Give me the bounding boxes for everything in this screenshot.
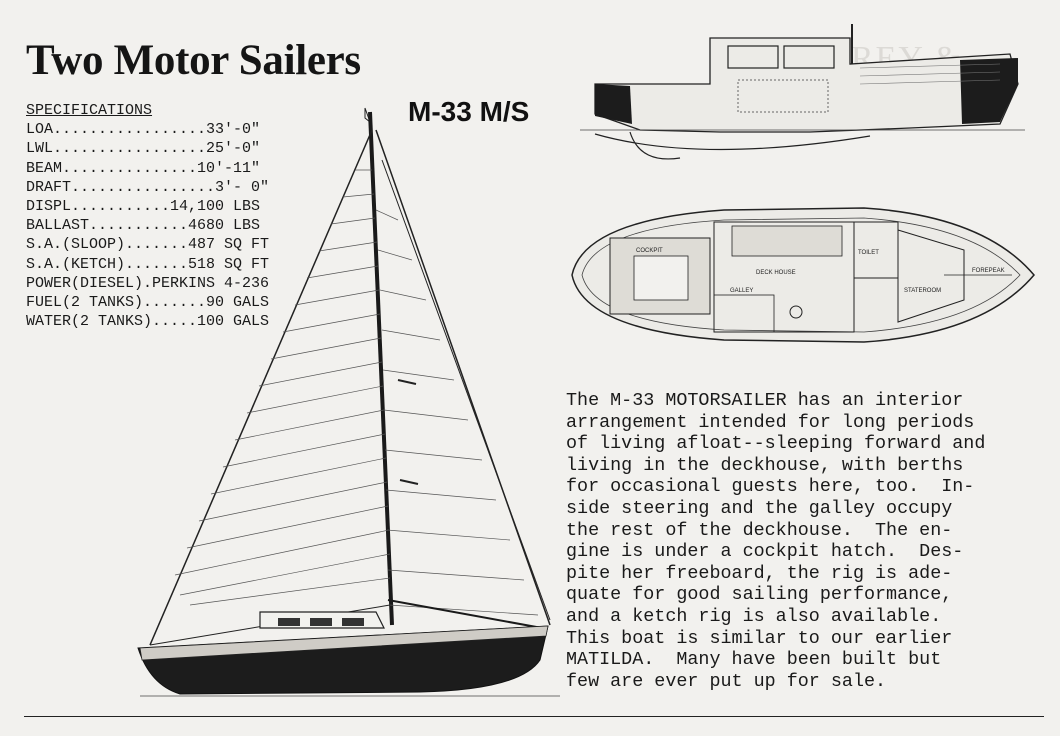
description-line: The M-33 MOTORSAILER has an interior xyxy=(566,390,964,411)
spec-row-fuel: FUEL(2 TANKS).......90 GALS xyxy=(26,294,270,312)
description-line: few are ever put up for sale. xyxy=(566,670,887,692)
spec-row-sail-area-ketch: S.A.(KETCH).......518 SQ FT xyxy=(26,255,270,273)
plan-label-forepeak: FOREPEAK xyxy=(972,268,1005,274)
description-line: of living afloat--sleeping forward and xyxy=(566,433,986,455)
plan-label-cockpit: COCKPIT xyxy=(636,248,663,254)
spec-row-loa: LOA.................33'-0" xyxy=(26,121,261,139)
sail-plan-drawing xyxy=(137,107,560,697)
description-line: arrangement intended for long periods xyxy=(566,411,975,433)
model-label: M-33 M/S xyxy=(408,96,530,127)
specifications-block: SPECIFICATIONS LOA.................33'-0… xyxy=(26,101,269,331)
spec-row-beam: BEAM...............10'-11" xyxy=(26,159,261,177)
spec-row-water: WATER(2 TANKS).....100 GALS xyxy=(26,313,270,331)
page-title: Two Motor Sailers xyxy=(26,37,361,84)
plan-label-galley: GALLEY xyxy=(730,288,753,294)
spec-row-power: POWER(DIESEL).PERKINS 4-236 xyxy=(26,274,270,292)
accommodation-plan-drawing: COCKPIT DECK HOUSE GALLEY TOILET STATERO… xyxy=(571,207,1035,343)
spec-row-draft: DRAFT................3'- 0" xyxy=(26,178,270,196)
description-line: side steering and the galley occupy xyxy=(566,497,953,519)
spec-row-lwl: LWL.................25'-0" xyxy=(26,140,261,158)
plan-label-stateroom: STATEROOM xyxy=(904,288,941,294)
spec-row-ballast: BALLAST...........4680 LBS xyxy=(26,217,261,235)
spec-row-sail-area-sloop: S.A.(SLOOP).......487 SQ FT xyxy=(26,236,270,254)
bottom-rule xyxy=(24,716,1044,717)
plan-label-deckhouse: DECK HOUSE xyxy=(756,270,796,276)
profile-drawing xyxy=(580,24,1025,160)
description-line: This boat is similar to our earlier xyxy=(566,627,953,649)
description-line: pite her freeboard, the rig is ade- xyxy=(566,562,953,584)
spec-row-displacement: DISPL...........14,100 LBS xyxy=(26,198,261,216)
description-line: MATILDA. Many have been built but xyxy=(566,649,942,671)
description-line: living in the deckhouse, with berths xyxy=(566,454,964,476)
description-line: gine is under a cockpit hatch. Des- xyxy=(566,541,964,563)
description-paragraph: The M-33 MOTORSAILER has an interior arr… xyxy=(566,390,1046,692)
plan-label-toilet: TOILET xyxy=(858,250,879,256)
specifications-heading: SPECIFICATIONS xyxy=(26,102,153,119)
description-line: quate for good sailing performance, xyxy=(566,584,953,606)
description-line: and a ketch rig is also available. xyxy=(566,605,942,627)
description-line: for occasional guests here, too. In- xyxy=(566,476,975,498)
description-line: the rest of the deckhouse. The en- xyxy=(566,519,953,541)
